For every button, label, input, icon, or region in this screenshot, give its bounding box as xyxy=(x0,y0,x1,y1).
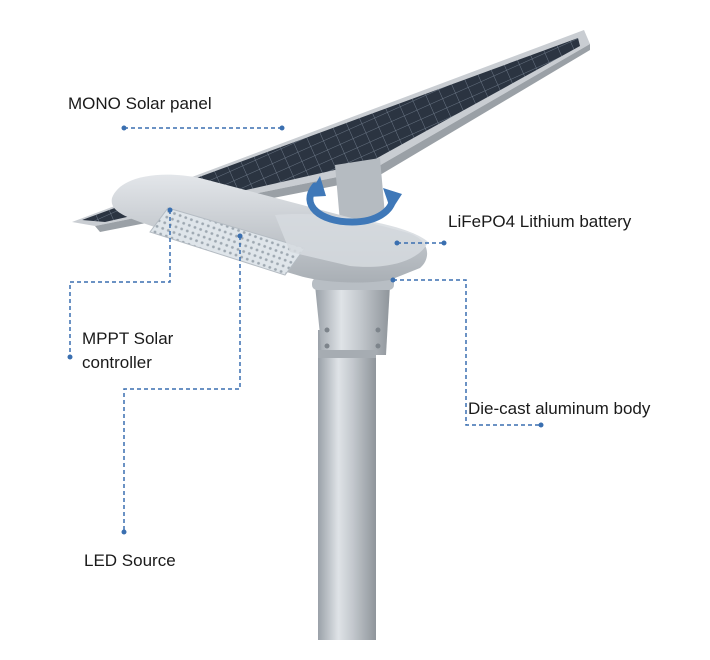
panel-mount xyxy=(335,158,385,222)
led-module xyxy=(149,207,306,276)
label-die-cast-body: Die-cast aluminum body xyxy=(468,399,651,418)
battery-housing xyxy=(275,214,428,267)
callout-body xyxy=(393,279,541,426)
adapter-ring xyxy=(318,350,376,358)
label-battery: LiFePO4 Lithium battery xyxy=(448,212,632,231)
label-mppt-line2: controller xyxy=(82,353,152,372)
pole xyxy=(318,330,376,640)
pole-adapter xyxy=(315,285,390,355)
callout-led xyxy=(123,236,241,532)
callout-mppt xyxy=(69,210,171,357)
rotate-arrow-icon xyxy=(306,176,402,226)
label-mppt-controller: MPPT Solar controller xyxy=(82,327,173,375)
label-mppt-line1: MPPT Solar xyxy=(82,329,174,348)
solar-panel-cells xyxy=(82,38,580,222)
label-solar-panel: MONO Solar panel xyxy=(68,94,212,113)
label-led-source: LED Source xyxy=(84,551,176,570)
